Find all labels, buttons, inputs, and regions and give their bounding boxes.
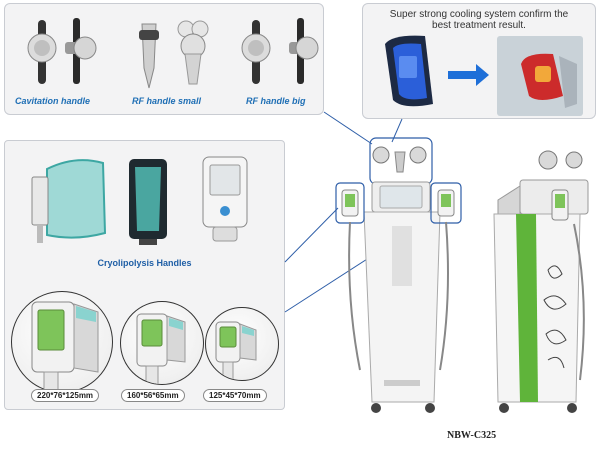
cooling-panel: Super strong cooling system confirm the … — [362, 3, 596, 119]
cryo-handles-top-illustration — [31, 156, 248, 245]
arrow-icon — [448, 64, 489, 86]
cryo-title: Cryolipolysis Handles — [97, 258, 192, 268]
cryo-handle-large-circle — [11, 291, 113, 393]
cryo-cup-wide-image — [31, 159, 107, 243]
cryo-handle-small-circle — [205, 307, 279, 381]
cooling-line-1: Super strong cooling system confirm the — [389, 9, 569, 20]
cryo-cup-dark-image — [129, 159, 167, 245]
rf-handle-big-label: RF handle big — [246, 96, 306, 106]
cryo-handle-screen-image — [202, 156, 248, 242]
side-machine-image — [493, 150, 589, 413]
rf-handle-small-heads-image — [177, 20, 209, 85]
floral-pattern-image — [543, 265, 567, 369]
cooling-description: Super strong cooling system confirm the … — [363, 9, 595, 31]
callout-lines — [284, 111, 438, 313]
rf-handle-big-front-image — [241, 20, 271, 84]
cryo-size-small: 125*45*70mm — [203, 389, 267, 402]
cryo-handle-medium-image — [136, 313, 186, 384]
cryo-handle-small-image — [215, 321, 257, 380]
cryolipolysis-panel: Cryolipolysis Handles 220*76*125mm 160*5… — [4, 140, 285, 410]
rf-handle-small-label: RF handle small — [132, 96, 202, 106]
cavitation-handle-front-image — [27, 20, 57, 84]
cryo-handle-large-image — [31, 301, 99, 392]
model-number: NBW-C325 — [447, 430, 497, 441]
cooling-line-2: best treatment result. — [432, 20, 526, 31]
cavitation-handle-label: Cavitation handle — [15, 96, 91, 106]
front-machine-image — [335, 137, 462, 413]
cryo-handle-medium-circle — [120, 301, 204, 385]
cryo-size-large: 220*76*125mm — [31, 389, 100, 402]
cavitation-handle-side-image — [65, 18, 97, 84]
rf-handle-big-side-image — [289, 18, 319, 84]
cooling-handle-blue-image — [385, 35, 433, 107]
handles-panel: Cavitation handle RF handle small RF han… — [4, 3, 324, 115]
handles-illustration — [27, 18, 319, 89]
cryo-size-medium: 160*56*65mm — [121, 389, 185, 402]
rf-handle-small-front-image — [139, 23, 159, 89]
cooling-handle-red-image — [497, 36, 583, 116]
cooling-illustration — [385, 35, 583, 116]
